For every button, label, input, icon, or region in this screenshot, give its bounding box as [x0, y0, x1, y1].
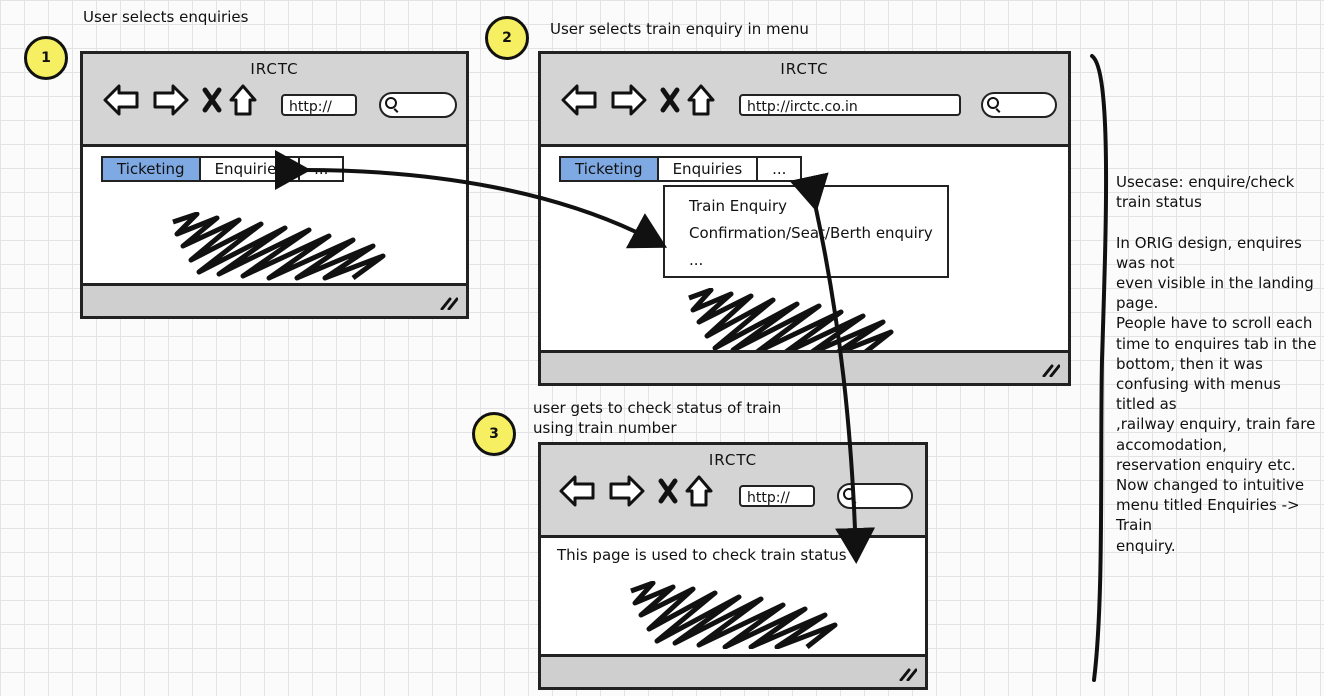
search-field[interactable] [981, 92, 1057, 118]
page-description-text: This page is used to check train status [557, 546, 847, 564]
flow-arrow-step2-to-step3 [789, 172, 876, 564]
resize-grip-icon[interactable] [899, 667, 917, 681]
close-icon[interactable] [660, 87, 680, 113]
resize-grip-icon[interactable] [1042, 363, 1060, 377]
browser-status-bar [83, 283, 466, 316]
step-badge-2: 2 [485, 16, 529, 60]
browser-toolbar: IRCTC http:// [83, 54, 466, 147]
home-icon[interactable] [685, 475, 713, 507]
tab-enquiries[interactable]: Enquiries [659, 158, 759, 180]
home-icon[interactable] [687, 84, 715, 116]
search-icon [385, 97, 397, 109]
search-field[interactable] [379, 92, 457, 118]
step-badge-3: 3 [472, 412, 516, 456]
content-placeholder-scribble [630, 581, 838, 649]
caption-step-1: User selects enquiries [83, 8, 249, 26]
resize-grip-icon[interactable] [440, 296, 458, 310]
nav-icons [559, 475, 713, 507]
caption-step-3-line-1: user gets to check status of train [533, 399, 782, 417]
step-badge-1: 1 [24, 36, 68, 80]
url-field[interactable]: http://irctc.co.in [739, 94, 961, 116]
back-arrow-icon[interactable] [103, 84, 139, 116]
search-icon [987, 97, 999, 109]
close-icon[interactable] [658, 478, 678, 504]
browser-status-bar [541, 654, 925, 687]
caption-step-3-line-2: using train number [533, 419, 677, 437]
tab-more[interactable]: ... [772, 160, 787, 178]
browser-toolbar: IRCTC http://irctc.co.in [541, 54, 1068, 147]
browser-title: IRCTC [708, 451, 758, 469]
forward-arrow-icon[interactable] [153, 84, 189, 116]
browser-title: IRCTC [250, 60, 299, 78]
usecase-note: Usecase: enquire/check train status In O… [1116, 173, 1317, 555]
url-field[interactable]: http:// [281, 94, 357, 116]
caption-step-2: User selects train enquiry in menu [550, 20, 809, 38]
nav-icons [103, 84, 257, 116]
nav-icons [561, 84, 715, 116]
home-icon[interactable] [229, 84, 257, 116]
content-placeholder-scribble [172, 212, 386, 281]
forward-arrow-icon[interactable] [609, 475, 645, 507]
back-arrow-icon[interactable] [559, 475, 595, 507]
close-icon[interactable] [202, 87, 222, 113]
flow-arrow-step1-to-step2 [274, 149, 668, 249]
back-arrow-icon[interactable] [561, 84, 597, 116]
forward-arrow-icon[interactable] [611, 84, 647, 116]
tab-bar: Ticketing Enquiries ... [101, 156, 345, 182]
tab-ticketing[interactable]: Ticketing [103, 158, 201, 180]
browser-title: IRCTC [780, 60, 829, 78]
right-brace [1090, 54, 1109, 682]
menu-item-more[interactable]: ... [689, 251, 704, 269]
menu-item-train-enquiry[interactable]: Train Enquiry [689, 197, 787, 215]
